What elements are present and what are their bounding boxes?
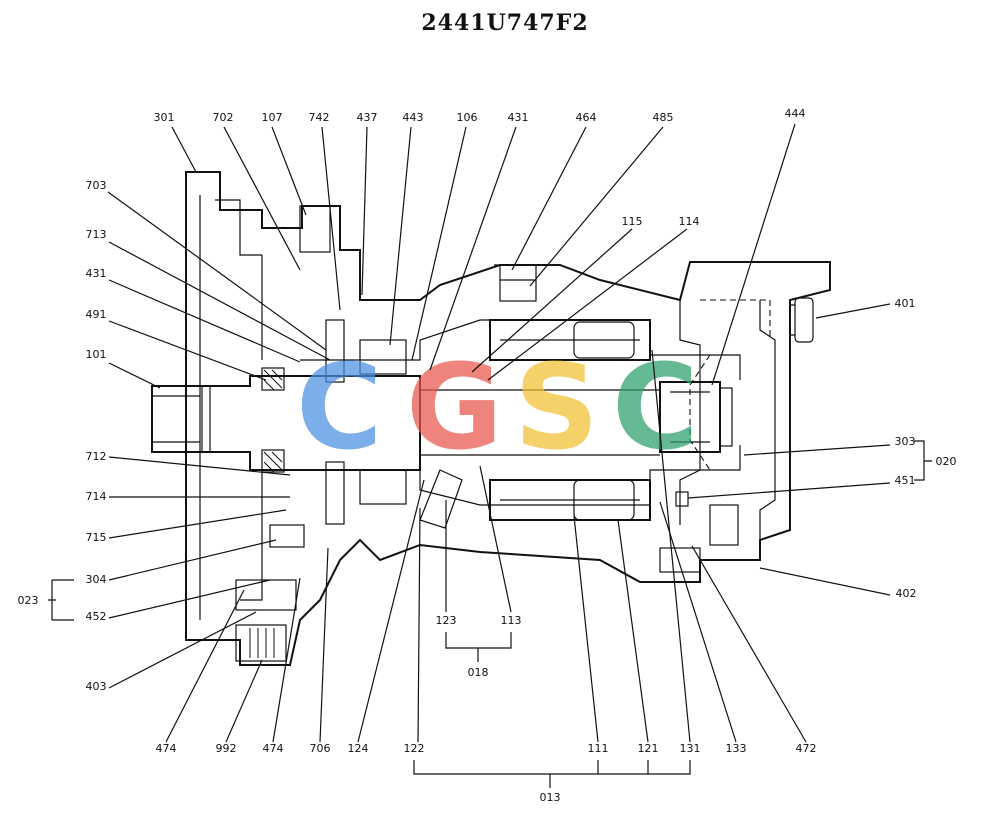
label-443: 443 bbox=[403, 111, 424, 124]
label-444: 444 bbox=[785, 107, 806, 120]
watermark-letter-c1: C bbox=[296, 338, 383, 476]
watermark-letter-g: G bbox=[406, 338, 503, 476]
housing-outline bbox=[185, 171, 831, 666]
bearings bbox=[261, 319, 407, 525]
diagram-title: 2441U747F2 bbox=[421, 10, 588, 36]
label-742: 742 bbox=[309, 111, 330, 124]
label-464: 464 bbox=[576, 111, 597, 124]
label-115: 115 bbox=[622, 215, 643, 228]
label-303: 303 bbox=[895, 435, 916, 448]
label-474-right: 474 bbox=[263, 742, 284, 755]
label-020: 020 bbox=[936, 455, 957, 468]
label-452: 452 bbox=[86, 610, 107, 623]
label-491: 491 bbox=[86, 308, 107, 321]
label-712: 712 bbox=[86, 450, 107, 463]
label-013: 013 bbox=[540, 791, 561, 804]
part-labels: 301 702 107 742 437 443 106 431 464 485 … bbox=[18, 107, 957, 804]
label-114: 114 bbox=[679, 215, 700, 228]
label-403: 403 bbox=[86, 680, 107, 693]
label-301: 301 bbox=[154, 111, 175, 124]
watermark-letter-s: S bbox=[514, 338, 599, 476]
label-431-left: 431 bbox=[86, 267, 107, 280]
label-111: 111 bbox=[588, 742, 609, 755]
label-123: 123 bbox=[436, 614, 457, 627]
watermark: C G S C bbox=[296, 338, 699, 476]
label-023: 023 bbox=[18, 594, 39, 607]
watermark-letter-c2: C bbox=[612, 338, 699, 476]
label-714: 714 bbox=[86, 490, 107, 503]
label-702: 702 bbox=[213, 111, 234, 124]
output-shaft bbox=[151, 375, 660, 471]
leader-lines bbox=[48, 123, 932, 788]
label-703: 703 bbox=[86, 179, 107, 192]
label-437: 437 bbox=[357, 111, 378, 124]
cylinder-block bbox=[489, 319, 651, 521]
label-122: 122 bbox=[404, 742, 425, 755]
label-101: 101 bbox=[86, 348, 107, 361]
label-431-top: 431 bbox=[508, 111, 529, 124]
label-304: 304 bbox=[86, 573, 107, 586]
label-124: 124 bbox=[348, 742, 369, 755]
label-474-left: 474 bbox=[156, 742, 177, 755]
label-485: 485 bbox=[653, 111, 674, 124]
label-402: 402 bbox=[896, 587, 917, 600]
label-113: 113 bbox=[501, 614, 522, 627]
valve-plate bbox=[659, 381, 733, 453]
label-106: 106 bbox=[457, 111, 478, 124]
label-706: 706 bbox=[310, 742, 331, 755]
label-472: 472 bbox=[796, 742, 817, 755]
label-401: 401 bbox=[895, 297, 916, 310]
label-107: 107 bbox=[262, 111, 283, 124]
label-121: 121 bbox=[638, 742, 659, 755]
label-451: 451 bbox=[895, 474, 916, 487]
label-131: 131 bbox=[680, 742, 701, 755]
label-018: 018 bbox=[468, 666, 489, 679]
label-713: 713 bbox=[86, 228, 107, 241]
label-133: 133 bbox=[726, 742, 747, 755]
label-715: 715 bbox=[86, 531, 107, 544]
label-992: 992 bbox=[216, 742, 237, 755]
